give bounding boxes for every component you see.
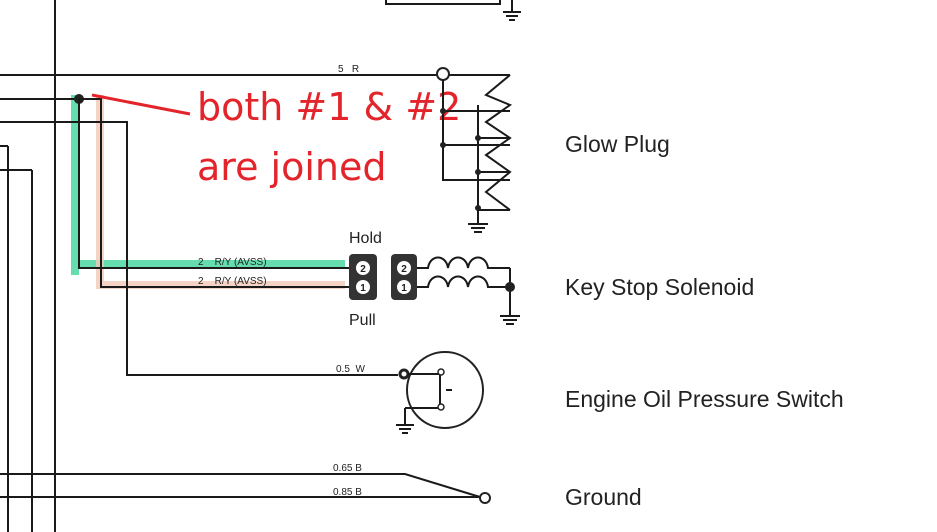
pin-2b: 2 (401, 264, 407, 275)
solenoid-connector: 2 1 2 1 (349, 254, 417, 300)
label-key-stop-solenoid: Key Stop Solenoid (565, 274, 754, 300)
wire-label-hold: 2 R/Y (AVSS) (198, 257, 267, 268)
wire-label-oil: 0.5 W (336, 364, 365, 375)
hold-label: Hold (349, 230, 382, 247)
hold-path-highlight (71, 95, 345, 275)
harness-stubs (0, 145, 32, 171)
solenoid-coils (417, 256, 520, 325)
ground-terminal (479, 492, 491, 504)
ground-icon (503, 0, 521, 21)
annotation-line1: both #1 & #2 (197, 85, 461, 129)
wire-hold (78, 99, 350, 269)
pull-label: Pull (349, 312, 376, 329)
pin-2: 2 (360, 264, 366, 275)
label-glow-plug: Glow Plug (565, 131, 670, 157)
label-oil-pressure-switch: Engine Oil Pressure Switch (565, 386, 844, 412)
label-ground: Ground (565, 484, 642, 510)
wire-label-ground2: 0.85 B (333, 487, 362, 498)
annotation-line2: are joined (197, 145, 386, 189)
wire-label-ground1: 0.65 B (333, 463, 362, 474)
wire-label-glow: 5 R (338, 64, 359, 75)
wire-ground-1 (0, 473, 481, 498)
wire-oil-switch (0, 121, 398, 376)
wire-label-pull: 2 R/Y (AVSS) (198, 276, 267, 287)
glow-plug-symbol (436, 67, 513, 233)
wire-pull (79, 98, 350, 288)
pin-1: 1 (360, 283, 366, 294)
top-component-box (385, 0, 501, 5)
annotation-pointer (91, 93, 191, 116)
pin-1b: 1 (401, 283, 407, 294)
oil-pressure-switch-symbol (396, 351, 484, 434)
harness-verticals (7, 0, 56, 532)
